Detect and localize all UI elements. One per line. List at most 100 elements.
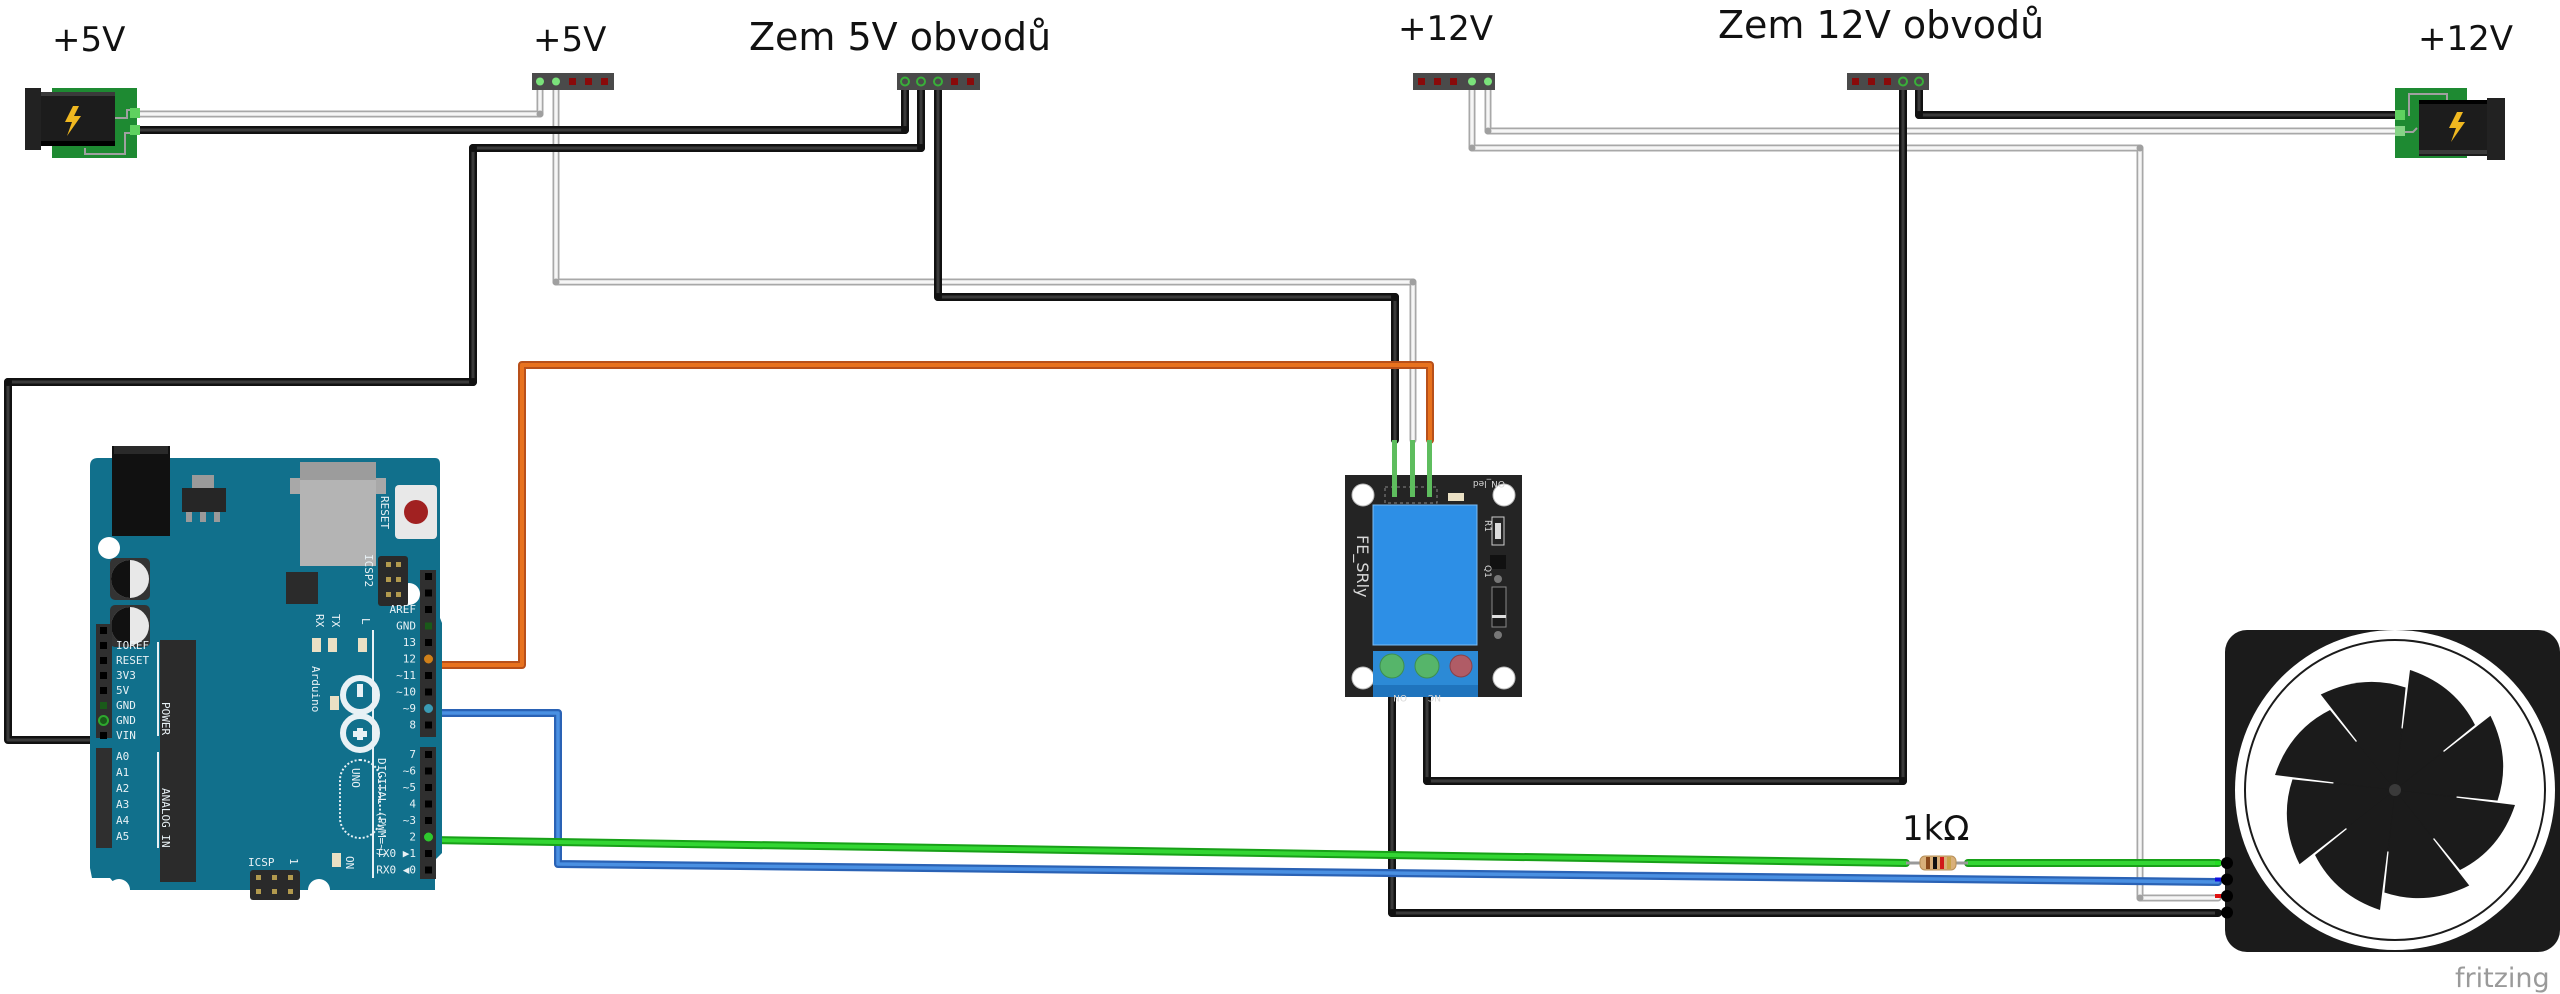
arduino-pin[interactable] — [100, 732, 107, 739]
wire-bendpoints — [4, 111, 1923, 917]
arduino-pin[interactable] — [425, 622, 432, 630]
arduino-pin[interactable] — [425, 606, 432, 613]
arduino-pin[interactable] — [425, 850, 432, 857]
label-jack-5v: +5V — [52, 20, 125, 60]
fan-12v[interactable] — [2215, 630, 2560, 952]
label-arduino: Arduino — [309, 666, 322, 712]
arduino-pin[interactable] — [100, 687, 107, 694]
header-gnd-12v[interactable] — [1847, 73, 1929, 90]
fan-pin[interactable] — [2221, 906, 2233, 919]
label-reset: RESET — [378, 496, 391, 529]
fan-blade — [2275, 710, 2395, 790]
arduino-uno[interactable]: RESET ICSP2 RX TX L Arduino UNO — [90, 446, 442, 901]
wire-5v-jack-gnd[interactable] — [136, 78, 909, 134]
label-header-gnd5: Zem 5V obvodů — [749, 15, 1051, 59]
fan-blade — [2384, 790, 2470, 899]
power-header — [96, 624, 112, 738]
arduino-pin[interactable] — [425, 688, 432, 696]
arduino-pin[interactable] — [425, 784, 432, 791]
resistor-band — [1947, 857, 1951, 869]
power-bolt-icon — [2449, 112, 2465, 142]
wire-5v-jack-to-header[interactable] — [136, 78, 544, 118]
fan-pin[interactable] — [2221, 890, 2233, 902]
arduino-pin[interactable] — [425, 751, 432, 758]
arduino-pin[interactable] — [100, 717, 107, 724]
header-12v[interactable] — [1413, 73, 1495, 90]
wire-d2-to-resistor[interactable] — [426, 836, 1910, 867]
arduino-pin-label: A2 — [116, 782, 129, 795]
capacitor — [110, 558, 150, 647]
arduino-pin-label: ~9 — [403, 702, 416, 715]
terminal-com[interactable] — [1414, 653, 1440, 679]
arduino-pin-label: AREF — [390, 603, 417, 616]
arduino-pin[interactable] — [100, 657, 107, 664]
arduino-pin[interactable] — [425, 800, 432, 808]
header-gnd-5v[interactable] — [897, 73, 980, 90]
arduino-pin[interactable] — [100, 627, 107, 634]
arduino-pin-label: ~5 — [403, 781, 416, 794]
arduino-logo-icon — [340, 675, 380, 753]
arduino-pin[interactable] — [425, 672, 432, 679]
label-header-12v: +12V — [1398, 9, 1493, 49]
resistor-1k[interactable] — [1906, 855, 1968, 871]
fan-pin[interactable] — [2221, 857, 2233, 869]
arduino-pin-label: ~3 — [403, 814, 416, 827]
header-5v[interactable] — [532, 73, 614, 90]
arduino-pin-label: 2 — [409, 831, 416, 844]
arduino-pin-label: 12 — [403, 653, 416, 666]
relay-pin-plus[interactable] — [1410, 440, 1415, 497]
label-analog-in: ANALOG IN — [159, 788, 172, 848]
relay-pin-signal[interactable] — [1427, 440, 1432, 497]
arduino-pin-label: A4 — [116, 814, 130, 827]
wire-gnd5-to-relay-minus[interactable] — [934, 78, 1399, 444]
arduino-pin[interactable] — [100, 672, 107, 679]
arduino-pin-label: 3V3 — [116, 669, 136, 682]
label-header-5v: +5V — [533, 20, 606, 60]
arduino-pin[interactable] — [425, 767, 432, 775]
svg-text:ON: ON — [1393, 692, 1407, 702]
arduino-pin-label: GND — [116, 699, 136, 712]
label-digital: DIGITAL (PWM=~) — [375, 758, 388, 857]
terminal-nc[interactable] — [1449, 654, 1473, 678]
wire-12v-header-to-fan[interactable] — [1468, 78, 2222, 902]
arduino-pin[interactable] — [425, 866, 432, 874]
arduino-pin[interactable] — [425, 589, 432, 597]
arduino-pin-label: IOREF — [116, 639, 149, 652]
dc-jack-5v[interactable] — [25, 88, 140, 158]
arduino-pin-label: 5V — [116, 684, 130, 697]
fan-blade — [2320, 681, 2406, 790]
fritzing-watermark: fritzing — [2455, 963, 2550, 994]
arduino-pin-label: 7 — [409, 748, 416, 761]
arduino-pin[interactable] — [425, 639, 432, 646]
wire-gnd12-to-relay-nc[interactable] — [1423, 78, 1907, 785]
label-header-gnd12: Zem 12V obvodů — [1718, 3, 2044, 47]
arduino-pin[interactable] — [425, 817, 432, 824]
arduino-pin[interactable] — [100, 642, 107, 649]
dc-jack-12v[interactable] — [2395, 88, 2505, 160]
wire-5v-header-to-relay-plus[interactable] — [552, 78, 1417, 444]
arduino-pin-label: 8 — [409, 719, 416, 732]
wire-d12-to-relay-signal[interactable] — [426, 361, 1434, 669]
arduino-pin[interactable] — [425, 721, 432, 729]
label-r1: R1 — [1482, 520, 1492, 532]
arduino-pin-label: A1 — [116, 766, 129, 779]
analog-header — [96, 748, 112, 848]
wire-d9-to-fan-pwm[interactable] — [426, 709, 2222, 886]
label-rx: RX — [313, 614, 326, 628]
fan-pin[interactable] — [2221, 873, 2233, 886]
arduino-pin-label: 4 — [409, 798, 416, 811]
arduino-pin-label: RESET — [116, 654, 149, 667]
arduino-pin[interactable] — [425, 573, 432, 580]
wire-12v-header-to-jack[interactable] — [1484, 78, 2400, 135]
power-bolt-icon — [65, 106, 81, 136]
arduino-pin-label: A5 — [116, 830, 129, 843]
wire-gnd12-to-jack[interactable] — [1915, 78, 2400, 119]
svg-text:1: 1 — [287, 858, 300, 865]
label-icsp: ICSP — [248, 856, 275, 869]
relay-module[interactable]: ON_led FE_SRly R1 Q1 ON NC — [1345, 440, 1522, 702]
terminal-no[interactable] — [1379, 653, 1405, 679]
relay-pin-minus[interactable] — [1392, 440, 1397, 497]
arduino-pin[interactable] — [100, 702, 107, 709]
arduino-pin-label: ~6 — [403, 765, 416, 778]
